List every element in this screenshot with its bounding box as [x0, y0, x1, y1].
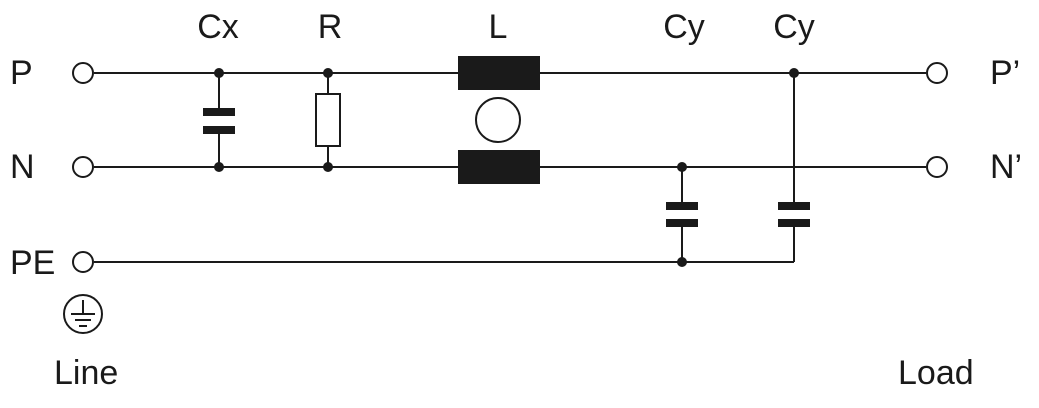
terminal-n-in: [72, 156, 94, 178]
capacitor-cy-2: [778, 73, 810, 262]
junction-cx-p: [214, 68, 224, 78]
label-cy-2: Cy: [773, 8, 815, 46]
label-p-out: P’: [990, 54, 1020, 92]
label-cy-1: Cy: [663, 8, 705, 46]
label-p-in: P: [10, 54, 33, 92]
junction-r-n: [323, 162, 333, 172]
junction-r-p: [323, 68, 333, 78]
choke-l: [458, 56, 540, 184]
terminal-p-out: [926, 62, 948, 84]
label-n-out: N’: [990, 148, 1022, 186]
capacitor-cx: [203, 73, 235, 167]
resistor-r: [315, 73, 341, 167]
label-r: R: [318, 8, 343, 46]
label-cx: Cx: [197, 8, 239, 46]
junction-cy2-p: [789, 68, 799, 78]
terminal-pe: [72, 251, 94, 273]
label-n-in: N: [10, 148, 35, 186]
junction-cy1-pe: [677, 257, 687, 267]
terminal-p-in: [72, 62, 94, 84]
label-pe: PE: [10, 244, 55, 282]
capacitor-cy-1: [666, 167, 698, 262]
protective-earth-icon: [63, 294, 103, 334]
junction-cx-n: [214, 162, 224, 172]
label-line: Line: [54, 354, 118, 392]
junction-cy1-n: [677, 162, 687, 172]
label-l: L: [489, 8, 508, 46]
label-load: Load: [898, 354, 974, 392]
terminal-n-out: [926, 156, 948, 178]
